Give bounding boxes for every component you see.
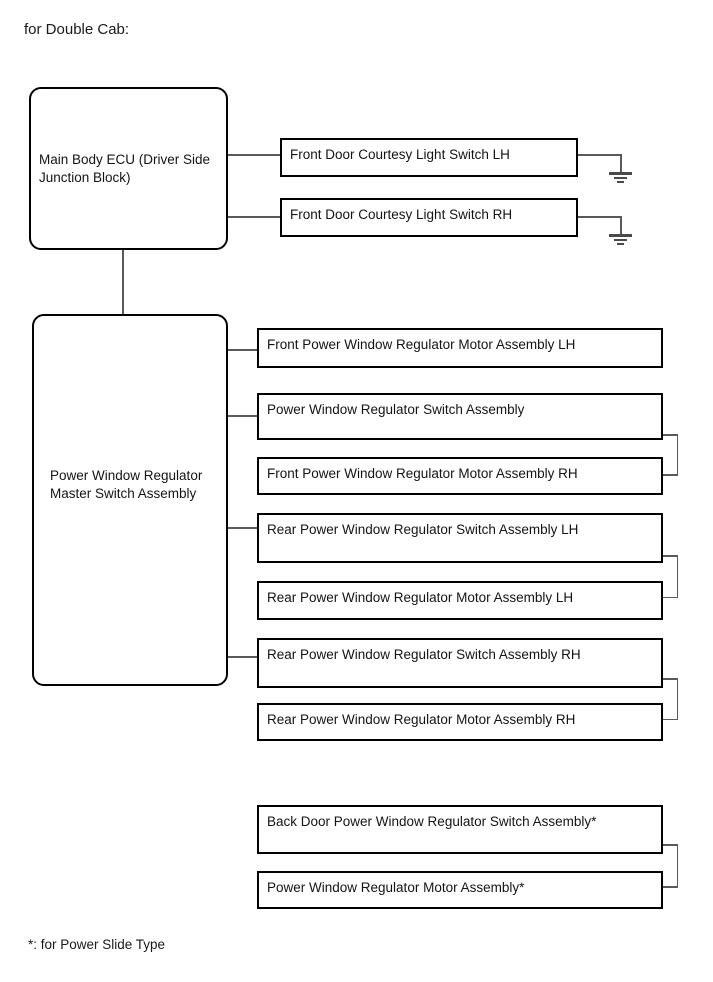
wire-master-to-rear-switch-rh (228, 656, 257, 658)
ground-icon-lh-bar2 (614, 177, 627, 179)
wire-courtesy-rh-to-ground (578, 216, 621, 218)
ground-icon-lh (609, 172, 632, 175)
ground-icon-rh-bar2 (614, 239, 627, 241)
wire-rear-motor-rh-in (663, 718, 678, 720)
wire-switch-to-front-motor-rh-vert (676, 434, 678, 476)
node-front-pw-motor-lh: Front Power Window Regulator Motor Assem… (257, 328, 663, 368)
node-pw-switch-assembly-label: Power Window Regulator Switch Assembly (267, 402, 525, 417)
ground-icon-lh-bar3 (617, 181, 624, 183)
node-rear-pw-switch-rh: Rear Power Window Regulator Switch Assem… (257, 638, 663, 688)
wire-master-to-front-motor-lh (228, 349, 257, 351)
node-main-body-ecu-label: Main Body ECU (Driver Side Junction Bloc… (39, 152, 211, 185)
node-back-door-pw-switch: Back Door Power Window Regulator Switch … (257, 805, 663, 854)
node-rear-pw-motor-lh: Rear Power Window Regulator Motor Assemb… (257, 581, 663, 620)
node-master-switch-assembly-label: Power Window Regulator Master Switch Ass… (50, 468, 203, 501)
node-master-switch-assembly: Power Window Regulator Master Switch Ass… (32, 314, 228, 686)
ground-icon-rh-bar3 (617, 243, 624, 245)
node-back-door-pw-switch-label: Back Door Power Window Regulator Switch … (267, 814, 597, 829)
node-rear-pw-switch-rh-label: Rear Power Window Regulator Switch Assem… (267, 647, 581, 662)
node-main-body-ecu: Main Body ECU (Driver Side Junction Bloc… (29, 87, 228, 250)
wire-master-to-rear-switch-lh (228, 527, 257, 529)
node-front-pw-motor-rh-label: Front Power Window Regulator Motor Assem… (267, 466, 578, 481)
node-courtesy-switch-lh: Front Door Courtesy Light Switch LH (280, 138, 578, 177)
node-courtesy-switch-rh-label: Front Door Courtesy Light Switch RH (290, 207, 513, 222)
wire-switch-assembly-out (663, 434, 678, 436)
wire-rear-switch-rh-to-motor-rh-vert (676, 678, 678, 720)
wire-back-door-switch-to-motor-vert (676, 844, 678, 888)
node-front-pw-motor-rh: Front Power Window Regulator Motor Assem… (257, 457, 663, 495)
wire-rear-switch-rh-out (663, 678, 678, 680)
node-pw-switch-assembly: Power Window Regulator Switch Assembly (257, 393, 663, 440)
footnote: *: for Power Slide Type (28, 937, 166, 952)
node-rear-pw-motor-rh: Rear Power Window Regulator Motor Assemb… (257, 703, 663, 741)
wire-rear-motor-lh-in (663, 596, 678, 598)
wire-front-motor-rh-in (663, 474, 678, 476)
wire-master-to-switch-assembly (228, 415, 257, 417)
wire-pw-motor-in (663, 886, 678, 888)
wire-ecu-to-courtesy-lh (228, 154, 281, 156)
wire-ecu-to-master-trunk (122, 250, 124, 314)
node-rear-pw-switch-lh: Rear Power Window Regulator Switch Assem… (257, 513, 663, 563)
ground-icon-lh-stem (620, 154, 622, 173)
node-rear-pw-switch-lh-label: Rear Power Window Regulator Switch Assem… (267, 522, 579, 537)
diagram-title: for Double Cab: (24, 21, 130, 38)
wire-rear-switch-lh-out (663, 555, 678, 557)
wire-back-door-switch-out (663, 844, 678, 846)
ground-icon-rh (609, 234, 632, 237)
wire-rear-switch-lh-to-motor-lh-vert (676, 555, 678, 598)
node-courtesy-switch-lh-label: Front Door Courtesy Light Switch LH (290, 147, 510, 162)
node-front-pw-motor-lh-label: Front Power Window Regulator Motor Assem… (267, 337, 576, 352)
node-pw-motor-assembly: Power Window Regulator Motor Assembly* (257, 871, 663, 909)
node-rear-pw-motor-lh-label: Rear Power Window Regulator Motor Assemb… (267, 590, 574, 605)
node-courtesy-switch-rh: Front Door Courtesy Light Switch RH (280, 198, 578, 237)
wire-ecu-to-courtesy-rh (228, 216, 281, 218)
wire-courtesy-lh-to-ground (578, 154, 621, 156)
ground-icon-rh-stem (620, 216, 622, 235)
node-pw-motor-assembly-label: Power Window Regulator Motor Assembly* (267, 880, 525, 895)
node-rear-pw-motor-rh-label: Rear Power Window Regulator Motor Assemb… (267, 712, 576, 727)
